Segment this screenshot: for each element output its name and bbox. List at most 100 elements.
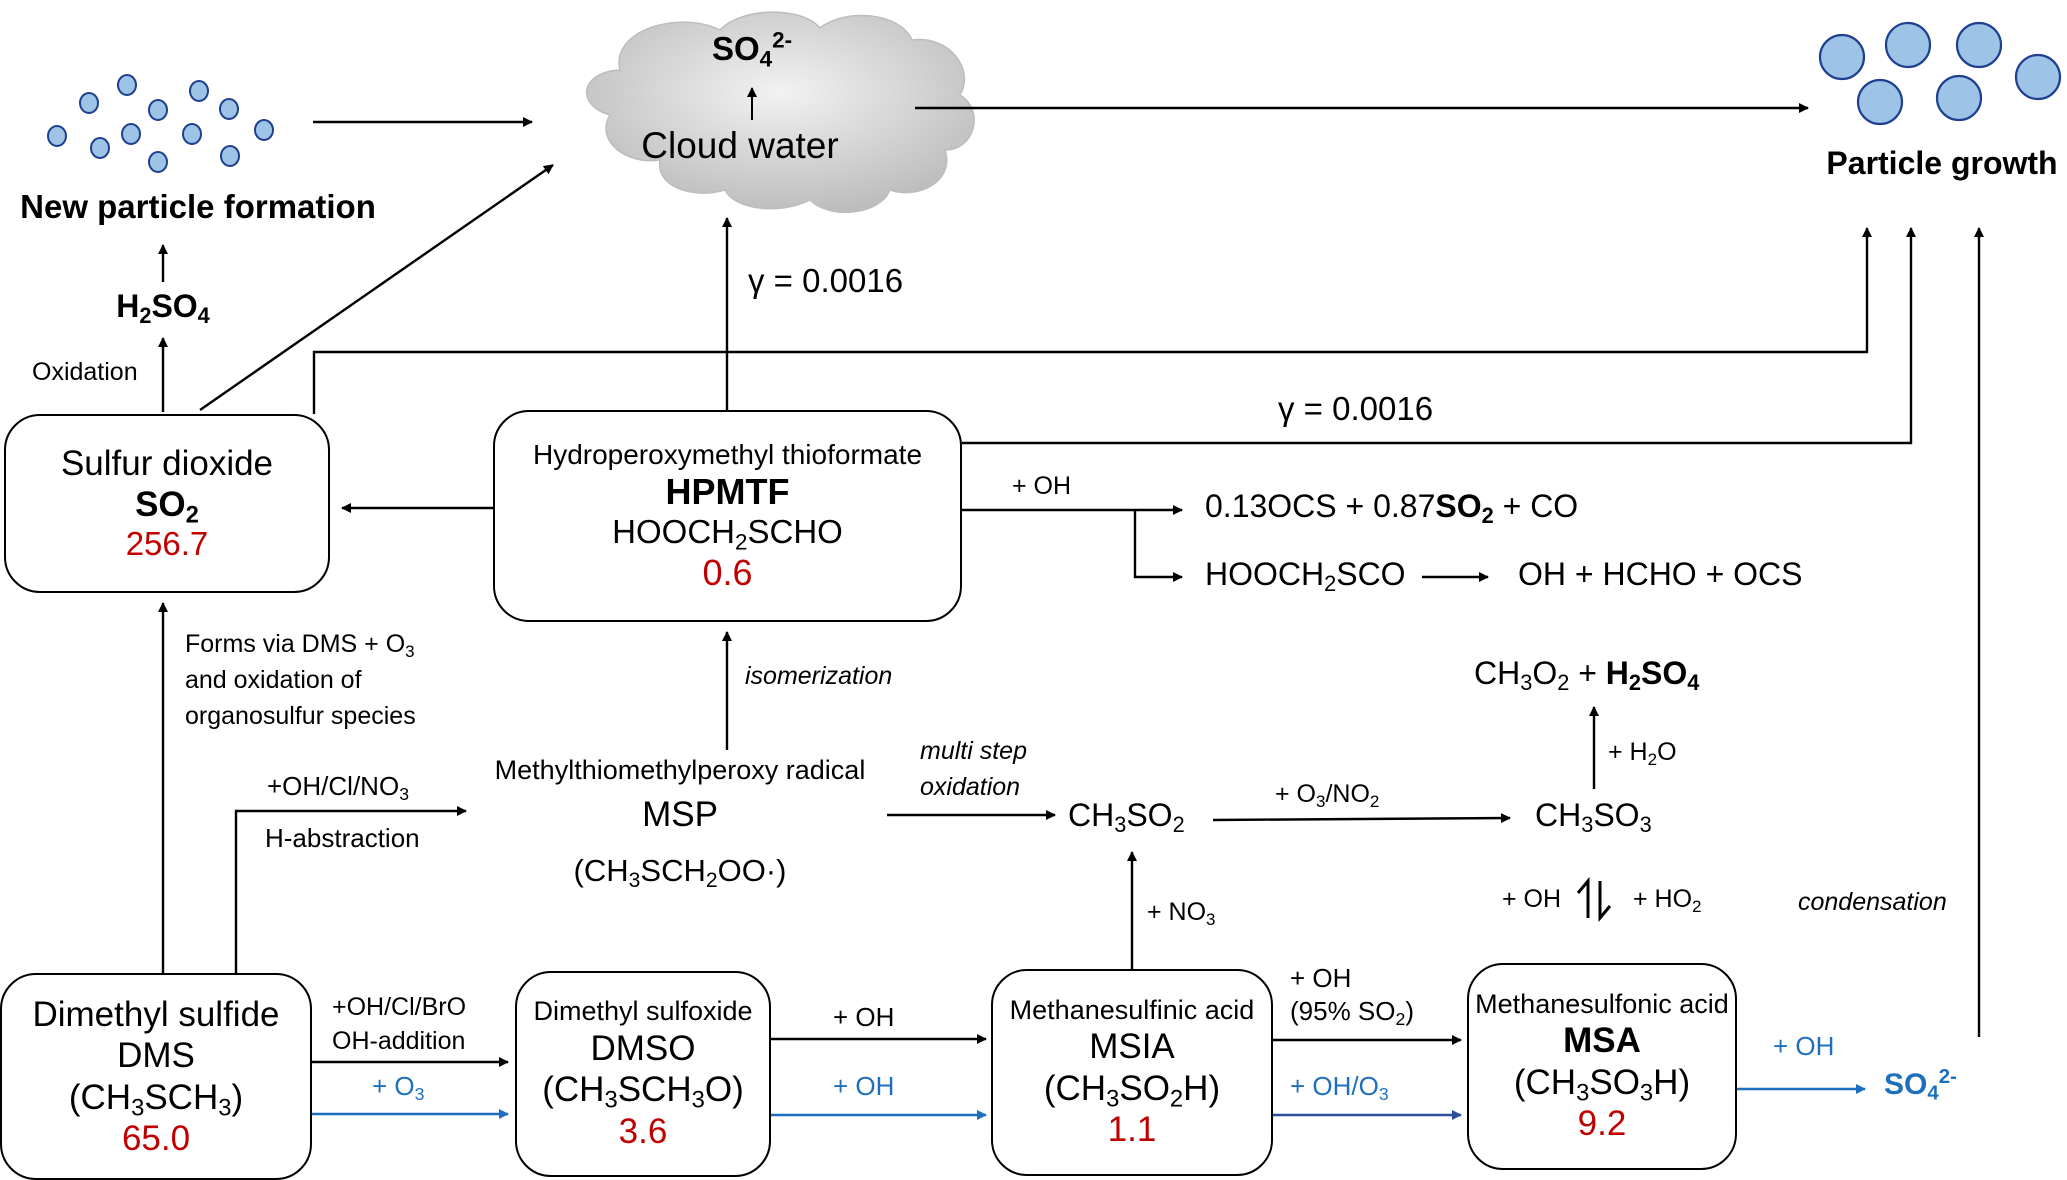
no3-a: + NO (1147, 898, 1207, 926)
msia-abbr: MSIA (1089, 1027, 1175, 1067)
so2-name: Sulfur dioxide (60, 443, 274, 483)
h2so4-b: SO (151, 288, 198, 324)
msia-msa-reagents-line2: (95% SO2) (1290, 995, 1414, 1028)
cloud-icon (585, 11, 975, 213)
hpmtf-formula: HOOCH2SCHO (612, 513, 843, 555)
cloud-water-label: Cloud water (641, 125, 839, 166)
product2-a: HOOCH (1205, 556, 1325, 592)
h2o-a: + H (1608, 738, 1648, 766)
msa-formula-b: SO (1589, 1062, 1640, 1102)
msa-sulfate-sub: 4 (1927, 1082, 1939, 1105)
dms-dmso-reagents-line2: OH-addition (332, 1027, 466, 1055)
hpmtf-value: 0.6 (702, 551, 753, 593)
hpmtf-formula-b: SCHO (747, 513, 843, 551)
dmso-formula-s1: 3 (604, 1086, 618, 1114)
dmso-formula-b: SCH (617, 1070, 692, 1110)
so2-formula: SO2 (135, 484, 199, 527)
msa-formula-s2: 3 (1639, 1079, 1654, 1107)
msa-sulfate-sup: 2- (1938, 1065, 1957, 1088)
msia-msa-oh-o3-a: + OH/O (1290, 1071, 1379, 1101)
so2-formation-note: Forms via DMS + O3 and oxidation of orga… (185, 626, 416, 734)
o3no2-a: + O (1275, 780, 1316, 808)
dms-abbr: DMS (117, 1036, 195, 1076)
msa-formula-s1: 3 (1576, 1079, 1590, 1107)
dms-formula-b: SCH (144, 1077, 219, 1117)
growing-particles-icon (1818, 21, 2062, 126)
arrow-dms-to-msp (234, 806, 467, 973)
msp-name: Methylthiomethylperoxy radical (494, 755, 866, 785)
msa-sulfate-label: SO42- (1884, 1065, 1957, 1105)
cloud-sulfate-sub: 4 (759, 46, 773, 72)
so2-formation-line3: organosulfur species (185, 702, 416, 730)
hpmtf-formula-sub: 2 (735, 529, 748, 555)
ch3so2-label: CH3SO2 (1068, 797, 1185, 838)
dms-dmso-reagents-line1: +OH/Cl/BrO (332, 993, 467, 1021)
cloud-sulfate-sup: 2- (772, 27, 793, 53)
arrow-so2-to-cloud (199, 164, 554, 411)
hpmtf-oh-label: + OH (1012, 472, 1072, 500)
product1-c: + CO (1493, 488, 1579, 524)
ch3o2-a: CH (1474, 655, 1521, 691)
ch3so2-a: CH (1068, 797, 1115, 833)
msia-formula-c: H) (1183, 1068, 1221, 1108)
msia-formula-s2: 2 (1169, 1085, 1184, 1113)
hpmtf-abbr: HPMTF (665, 470, 790, 512)
ch3o2-h2so4-label: CH3O2 + H2SO4 (1474, 655, 1699, 693)
o3no2-s2: 2 (1369, 791, 1380, 811)
dms-box[interactable]: Dimethyl sulfide DMS (CH3SCH3) 65.0 (0, 973, 312, 1180)
so2-value: 256.7 (125, 525, 209, 563)
msa-box[interactable]: Methanesulfonic acid MSA (CH3SO3H) 9.2 (1467, 963, 1737, 1170)
h2so4-label: H2SO4 (116, 288, 210, 326)
particle-growth-label: Particle growth (1826, 145, 2058, 181)
multi-step-oxidation-label: multi step oxidation (920, 733, 1027, 805)
o3no2-s1: 3 (1316, 791, 1326, 811)
msia-msa-oh-o3-label: + OH/O3 (1290, 1071, 1389, 1104)
dmso-name: Dimethyl sulfoxide (533, 996, 753, 1027)
ch3so3-b: SO (1593, 797, 1640, 833)
dmso-value: 3.6 (618, 1111, 668, 1151)
so2-formation-sub: 3 (405, 641, 415, 661)
hpmtf-product-2: HOOCH2SCO (1205, 556, 1406, 597)
dms-dmso-reagents: +OH/Cl/BrO OH-addition (332, 990, 466, 1058)
msa-sulfate-base: SO (1884, 1068, 1928, 1101)
msia-formula-s1: 3 (1106, 1085, 1120, 1113)
msa-formula-a: (CH (1513, 1062, 1577, 1102)
eq-ho2-a: + HO (1633, 885, 1693, 913)
h2so4-a: H (116, 288, 140, 324)
dms-formula-c: ) (231, 1077, 244, 1117)
product1-a: 0.13OCS + 0.87 (1205, 488, 1436, 524)
msia-msa-oh-o3-s: 3 (1378, 1083, 1389, 1104)
so2-box[interactable]: Sulfur dioxide SO2 256.7 (4, 414, 330, 593)
hpmtf-box[interactable]: Hydroperoxymethyl thioformate HPMTF HOOC… (493, 410, 962, 622)
eq-ho2-s: 2 (1692, 896, 1702, 916)
msia-name: Methanesulfinic acid (1009, 994, 1255, 1025)
dmso-box[interactable]: Dimethyl sulfoxide DMSO (CH3SCH3O) 3.6 (515, 971, 771, 1177)
gamma-cloud-label: γ = 0.0016 (748, 262, 904, 299)
h-abstraction-label: H-abstraction (265, 823, 420, 853)
h2so4-product-so: SO (1641, 655, 1688, 691)
hpmtf-product-3: OH + HCHO + OCS (1518, 556, 1803, 592)
arrow-hpmtf-to-growth (962, 227, 1916, 445)
ch3so3-s1: 3 (1581, 812, 1594, 838)
product1-so2-sub: 2 (1481, 503, 1494, 529)
dms-formula: (CH3SCH3) (69, 1077, 244, 1120)
o3-no2-label: + O3/NO2 (1275, 780, 1380, 811)
dms-dmso-o3-a: + O (372, 1071, 415, 1101)
cloud-sulfate-label: SO42- (712, 27, 793, 72)
multi-step-line2: oxidation (920, 773, 1021, 801)
msp-formula: (CH3SCH2OO·) (574, 853, 787, 891)
product2-sub: 2 (1324, 571, 1337, 597)
dms-dmso-o3-label: + O3 (372, 1071, 424, 1103)
ch3so2-s2: 2 (1172, 812, 1185, 838)
msp-formula-b: SCH (640, 853, 706, 888)
habs-reagents-text: +OH/Cl/NO (267, 771, 400, 801)
msia-box[interactable]: Methanesulfinic acid MSIA (CH3SO2H) 1.1 (991, 969, 1273, 1176)
so2-formula-sub: 2 (185, 501, 199, 529)
dmso-msia-oh-blue-label: + OH (833, 1071, 895, 1101)
condensation-label: condensation (1798, 888, 1947, 916)
ch3o2-b: O (1532, 655, 1558, 691)
o3no2-b: /NO (1325, 780, 1370, 808)
msa-formula: (CH3SO3H) (1513, 1062, 1690, 1107)
msia-msa-line2-text: (95% SO (1290, 996, 1396, 1026)
